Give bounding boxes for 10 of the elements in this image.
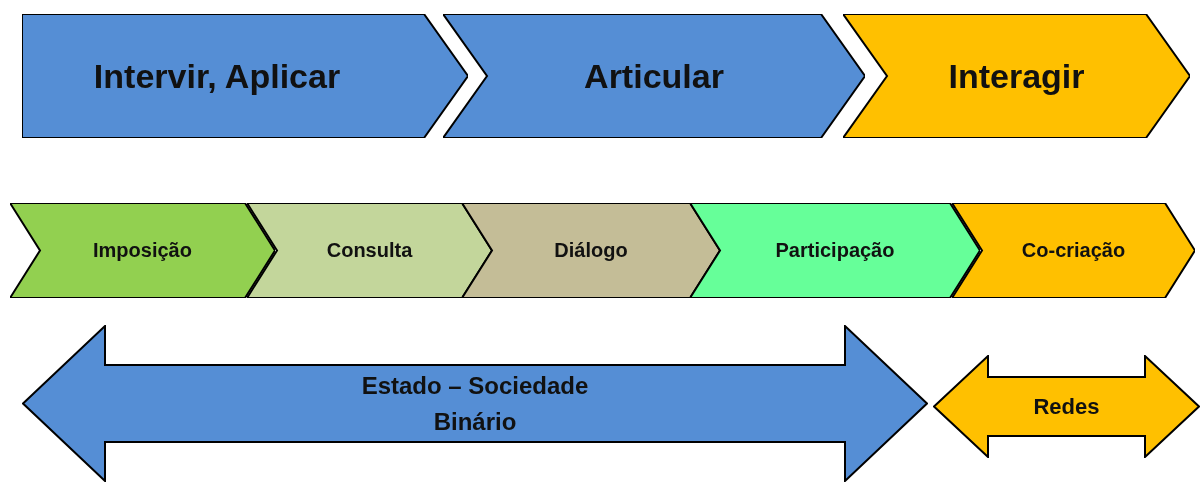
stage-label: Redes: [1033, 393, 1100, 420]
stage-label: Articular: [584, 56, 724, 96]
stage-label: Diálogo: [554, 239, 628, 262]
stage-label: Participação: [775, 239, 895, 262]
stage-label: Consulta: [326, 239, 413, 262]
arrow-label: Estado – Sociedade Binário: [360, 370, 590, 437]
stage-label: Intervir, Aplicar: [93, 56, 341, 96]
stage-label: Interagir: [948, 56, 1085, 96]
stage-label: Imposição: [93, 239, 192, 262]
stage-label: Co-criação: [1021, 239, 1126, 262]
